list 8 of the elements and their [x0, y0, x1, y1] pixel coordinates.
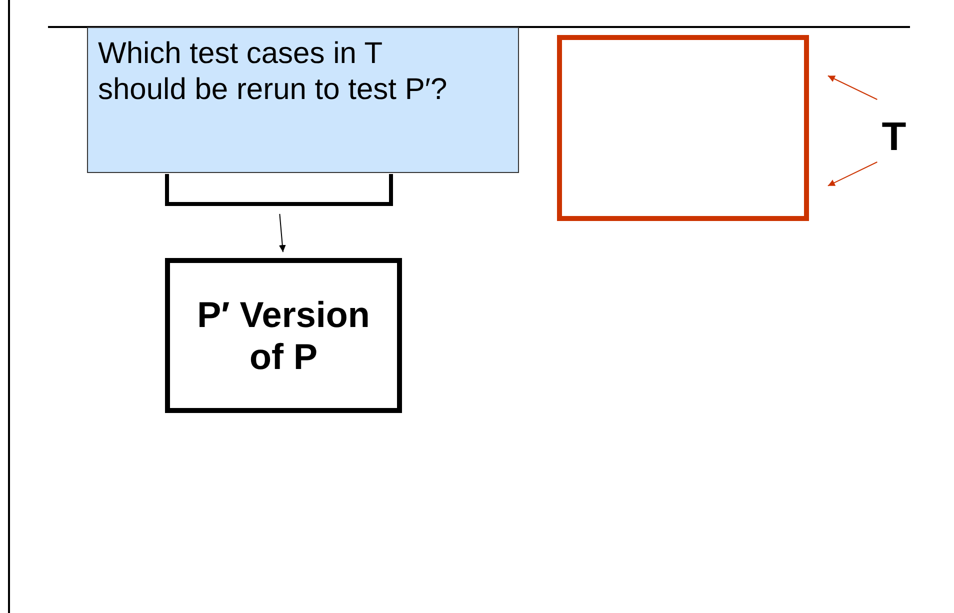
- process-box: [165, 174, 393, 206]
- test-suite-box: [557, 35, 809, 221]
- callout-box: Which test cases in T should be rerun to test P′?: [87, 27, 519, 173]
- arrow: [278, 213, 286, 253]
- label-text: T: [870, 112, 918, 162]
- arrow: [827, 162, 878, 186]
- version-box: P′ Version of P: [165, 258, 402, 413]
- arrow: [827, 75, 878, 100]
